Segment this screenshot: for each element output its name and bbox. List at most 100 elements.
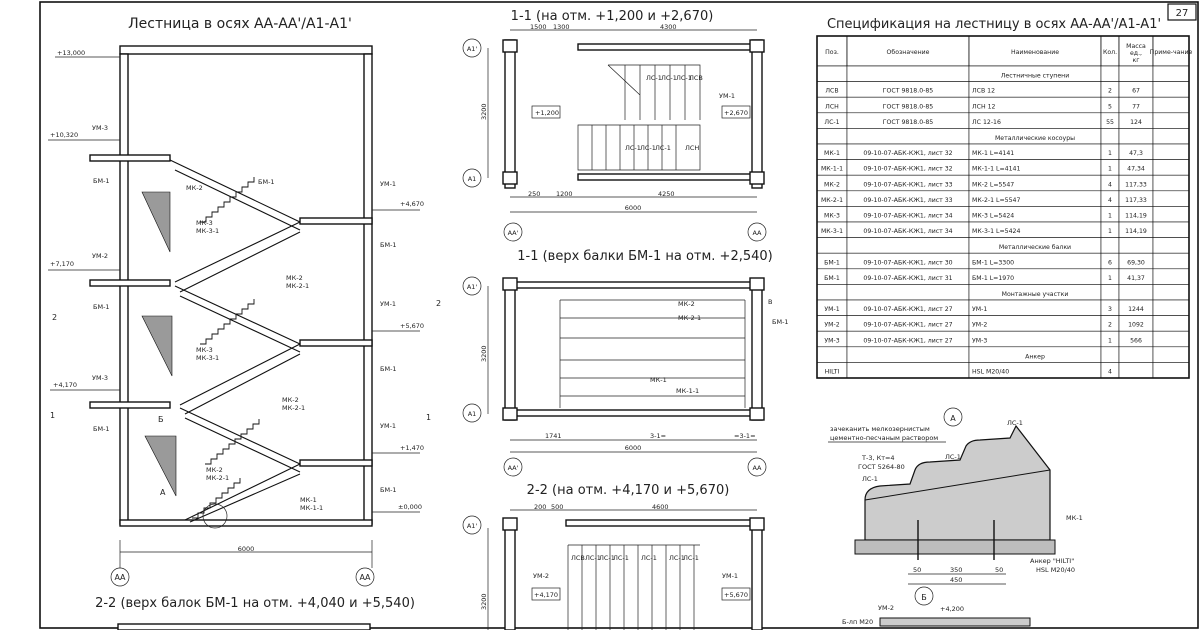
axis-label: А1' (467, 283, 478, 291)
spec-cell: УМ-1 (824, 306, 839, 313)
spec-cell: 09-10-07-АБК-КЖ1, лист 32 (863, 150, 952, 157)
level-mark: +1,470 (400, 444, 424, 452)
level-mark: +5,670 (724, 591, 748, 599)
beam-label: БМ-1 (380, 486, 397, 494)
node-label: Т-3, Кт=4 (861, 454, 895, 462)
spec-header: Поз. (825, 49, 839, 56)
dim-text: 1500 (530, 23, 547, 31)
step-label: ЛС-1 (641, 554, 657, 562)
dim-text: 50 (913, 566, 921, 574)
landing-6 (299, 459, 373, 467)
spec-cell: HSL M20/40 (972, 369, 1009, 376)
spec-cell: 1 (1108, 275, 1112, 282)
level-mark: +4,670 (400, 200, 424, 208)
axis-label: АА (753, 464, 762, 472)
spec-cell: УМ-2 (972, 322, 987, 329)
spec-cell: МК-1 L=4141 (972, 150, 1014, 157)
plan-label: БМ-1 (772, 318, 789, 326)
spec-cell: МК-3 (824, 213, 840, 220)
axis-bubble-aa-left (110, 567, 130, 587)
steps-4 (192, 478, 241, 519)
spec-cell: 1 (1108, 228, 1112, 235)
spec-cell: ЛСН 12 (972, 103, 996, 110)
mk-label: МК-2 (282, 396, 299, 404)
spec-cell: МК-3 L=5424 (972, 213, 1014, 220)
spec-header: Наименование (1011, 49, 1059, 56)
spec-cell: 09-10-07-АБК-КЖ1, лист 32 (863, 166, 952, 173)
spec-header: Приме-чание (1150, 49, 1193, 56)
spec-cell: 41,37 (1127, 275, 1145, 282)
wedge-3 (144, 435, 177, 497)
steps-2 (200, 299, 255, 345)
axis-label: АА' (508, 229, 519, 237)
level-mark: ±0,000 (398, 503, 422, 511)
spec-group-title: Монтажные участки (1002, 291, 1069, 298)
plan-top: 1-1 (на отм. +1,200 и +2,670) ЛС-1 ЛС-1 … (462, 9, 767, 242)
spec-cell: МК-2-1 L=5547 (972, 197, 1020, 204)
beam-label: БМ-1 (380, 241, 397, 249)
left-wall (119, 53, 129, 525)
spec-cell: 09-10-07-АБК-КЖ1, лист 33 (863, 181, 952, 188)
spec-group-title: Металлические косоуры (995, 135, 1075, 142)
axis-label: А1 (468, 175, 477, 183)
dim-text: 6000 (625, 444, 642, 452)
level-marks: +13,000 +10,320 +4,670 +7,170 +5,670 +4,… (48, 49, 424, 513)
spec-cell: УМ-3 (824, 337, 839, 344)
spec-cell: ГОСТ 9818.0-85 (883, 119, 934, 126)
ground-slab (119, 519, 373, 527)
beam-label: БМ-1 (258, 178, 275, 186)
dim-text: 350 (950, 566, 962, 574)
unit-label: УМ-2 (92, 252, 108, 260)
plan-bot-title: 2-2 (на отм. +4,170 и +5,670) (527, 483, 730, 498)
spec-cell: 69,30 (1127, 259, 1145, 266)
dim-text: 450 (950, 576, 962, 584)
mk-label: МК-3 (196, 219, 213, 227)
spec-cell: МК-2 (824, 181, 840, 188)
spec-cell: 117,33 (1125, 197, 1147, 204)
spec-cell: 117,33 (1125, 181, 1147, 188)
node-label: ЛС-1 (862, 475, 878, 483)
node-b-label: Б (921, 593, 927, 602)
spec-cell: 566 (1130, 337, 1142, 344)
stair-elevation: Лестница в осях АА-АА'/А1-А1' (48, 16, 441, 630)
dim-text: 4300 (660, 23, 677, 31)
step-label: ЛС-1 (661, 74, 677, 82)
dim-text: 3-1= (650, 432, 666, 440)
spec-cell: 1244 (1128, 306, 1144, 313)
plan-label: МК-2 (678, 300, 695, 308)
unit-label: УМ-1 (380, 180, 396, 188)
landing-5 (89, 401, 171, 409)
spec-cell: 77 (1132, 103, 1140, 110)
cut-mark: 2 (436, 299, 441, 308)
node-a-circle (202, 503, 228, 529)
spec-cell: 09-10-07-АБК-КЖ1, лист 34 (863, 213, 952, 220)
spec-cell: ЛСВ (825, 88, 838, 95)
step-label: ЛС-1 (669, 554, 685, 562)
spec-cell: ГОСТ 9818.0-85 (883, 103, 934, 110)
dim-text: 1741 (545, 432, 562, 440)
step-label: ЛС-1 (676, 74, 692, 82)
mk-label: МК-2 (186, 184, 203, 192)
dim-text: 3200 (480, 345, 488, 362)
spec-cell: ЛСВ 12 (972, 88, 995, 95)
node-label: ЛС-1 (945, 453, 961, 461)
step-label: ЛС-1 (640, 144, 656, 152)
plan-label: МК-2-1 (678, 314, 701, 322)
spec-cell: МК-3-1 L=5424 (972, 228, 1020, 235)
mk-label: МК-2 (206, 466, 223, 474)
landing-2 (299, 217, 373, 225)
spec-cell: БМ-1 (824, 275, 840, 282)
spec-cell: 09-10-07-АБК-КЖ1, лист 34 (863, 228, 952, 235)
node-label: ЛС-1 (1007, 419, 1023, 427)
spec-cell: МК-2-1 (821, 197, 843, 204)
spec-cell: 124 (1130, 119, 1142, 126)
landing-3 (89, 279, 171, 287)
level-mark: +4,170 (534, 591, 558, 599)
plan-label: В (768, 298, 772, 306)
plan-label: МК-1-1 (676, 387, 699, 395)
dim-text: 6000 (625, 204, 642, 212)
node-b-detail: Б УМ-2 +4,200 Б-лп М20 (842, 586, 1031, 627)
spec-cell: 09-10-07-АБК-КЖ1, лист 27 (863, 306, 952, 313)
cut-mark: 2 (52, 313, 57, 322)
step-label: ЛС-1 (625, 144, 641, 152)
